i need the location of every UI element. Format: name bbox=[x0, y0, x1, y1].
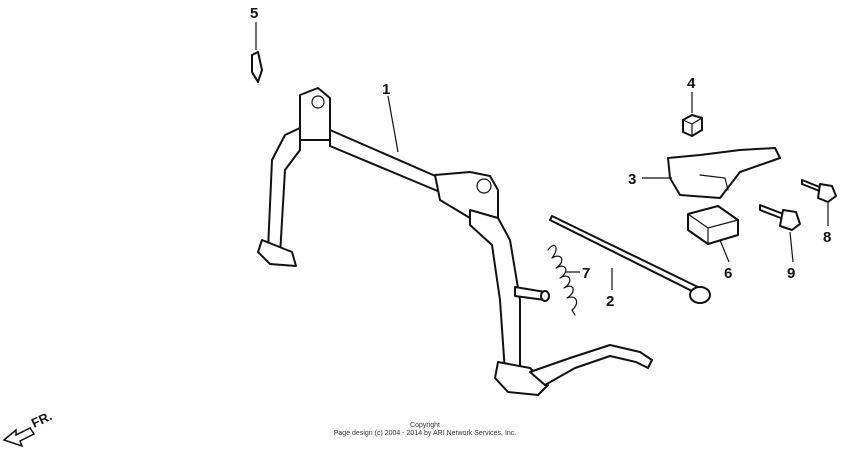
copyright-line-2: Page design (c) 2004 - 2014 by ARI Netwo… bbox=[333, 430, 517, 437]
leader-lines bbox=[255, 22, 829, 290]
cotter-pin[interactable] bbox=[251, 51, 263, 83]
callout-4: 4 bbox=[687, 75, 696, 92]
stand-shaft[interactable] bbox=[549, 215, 711, 304]
callout-9: 9 bbox=[787, 265, 795, 282]
callout-3: 3 bbox=[628, 171, 636, 188]
callout-1: 1 bbox=[382, 81, 390, 98]
copyright-line-1: Copyright bbox=[410, 422, 440, 429]
callout-5: 5 bbox=[250, 5, 258, 22]
callout-2: 2 bbox=[606, 293, 614, 310]
bracket[interactable] bbox=[667, 147, 781, 199]
bolt-8[interactable] bbox=[801, 179, 837, 203]
callout-6: 6 bbox=[724, 265, 732, 282]
callout-8: 8 bbox=[823, 229, 831, 246]
rubber-block[interactable] bbox=[687, 205, 739, 245]
copyright-notice: Copyright Page design (c) 2004 - 2014 by… bbox=[0, 422, 850, 438]
bolt-9[interactable] bbox=[759, 204, 801, 231]
nut[interactable] bbox=[682, 114, 703, 137]
main-stand[interactable] bbox=[257, 87, 653, 396]
front-direction-arrow-icon bbox=[2, 427, 36, 448]
callout-7: 7 bbox=[582, 265, 590, 282]
return-spring[interactable] bbox=[547, 244, 578, 316]
